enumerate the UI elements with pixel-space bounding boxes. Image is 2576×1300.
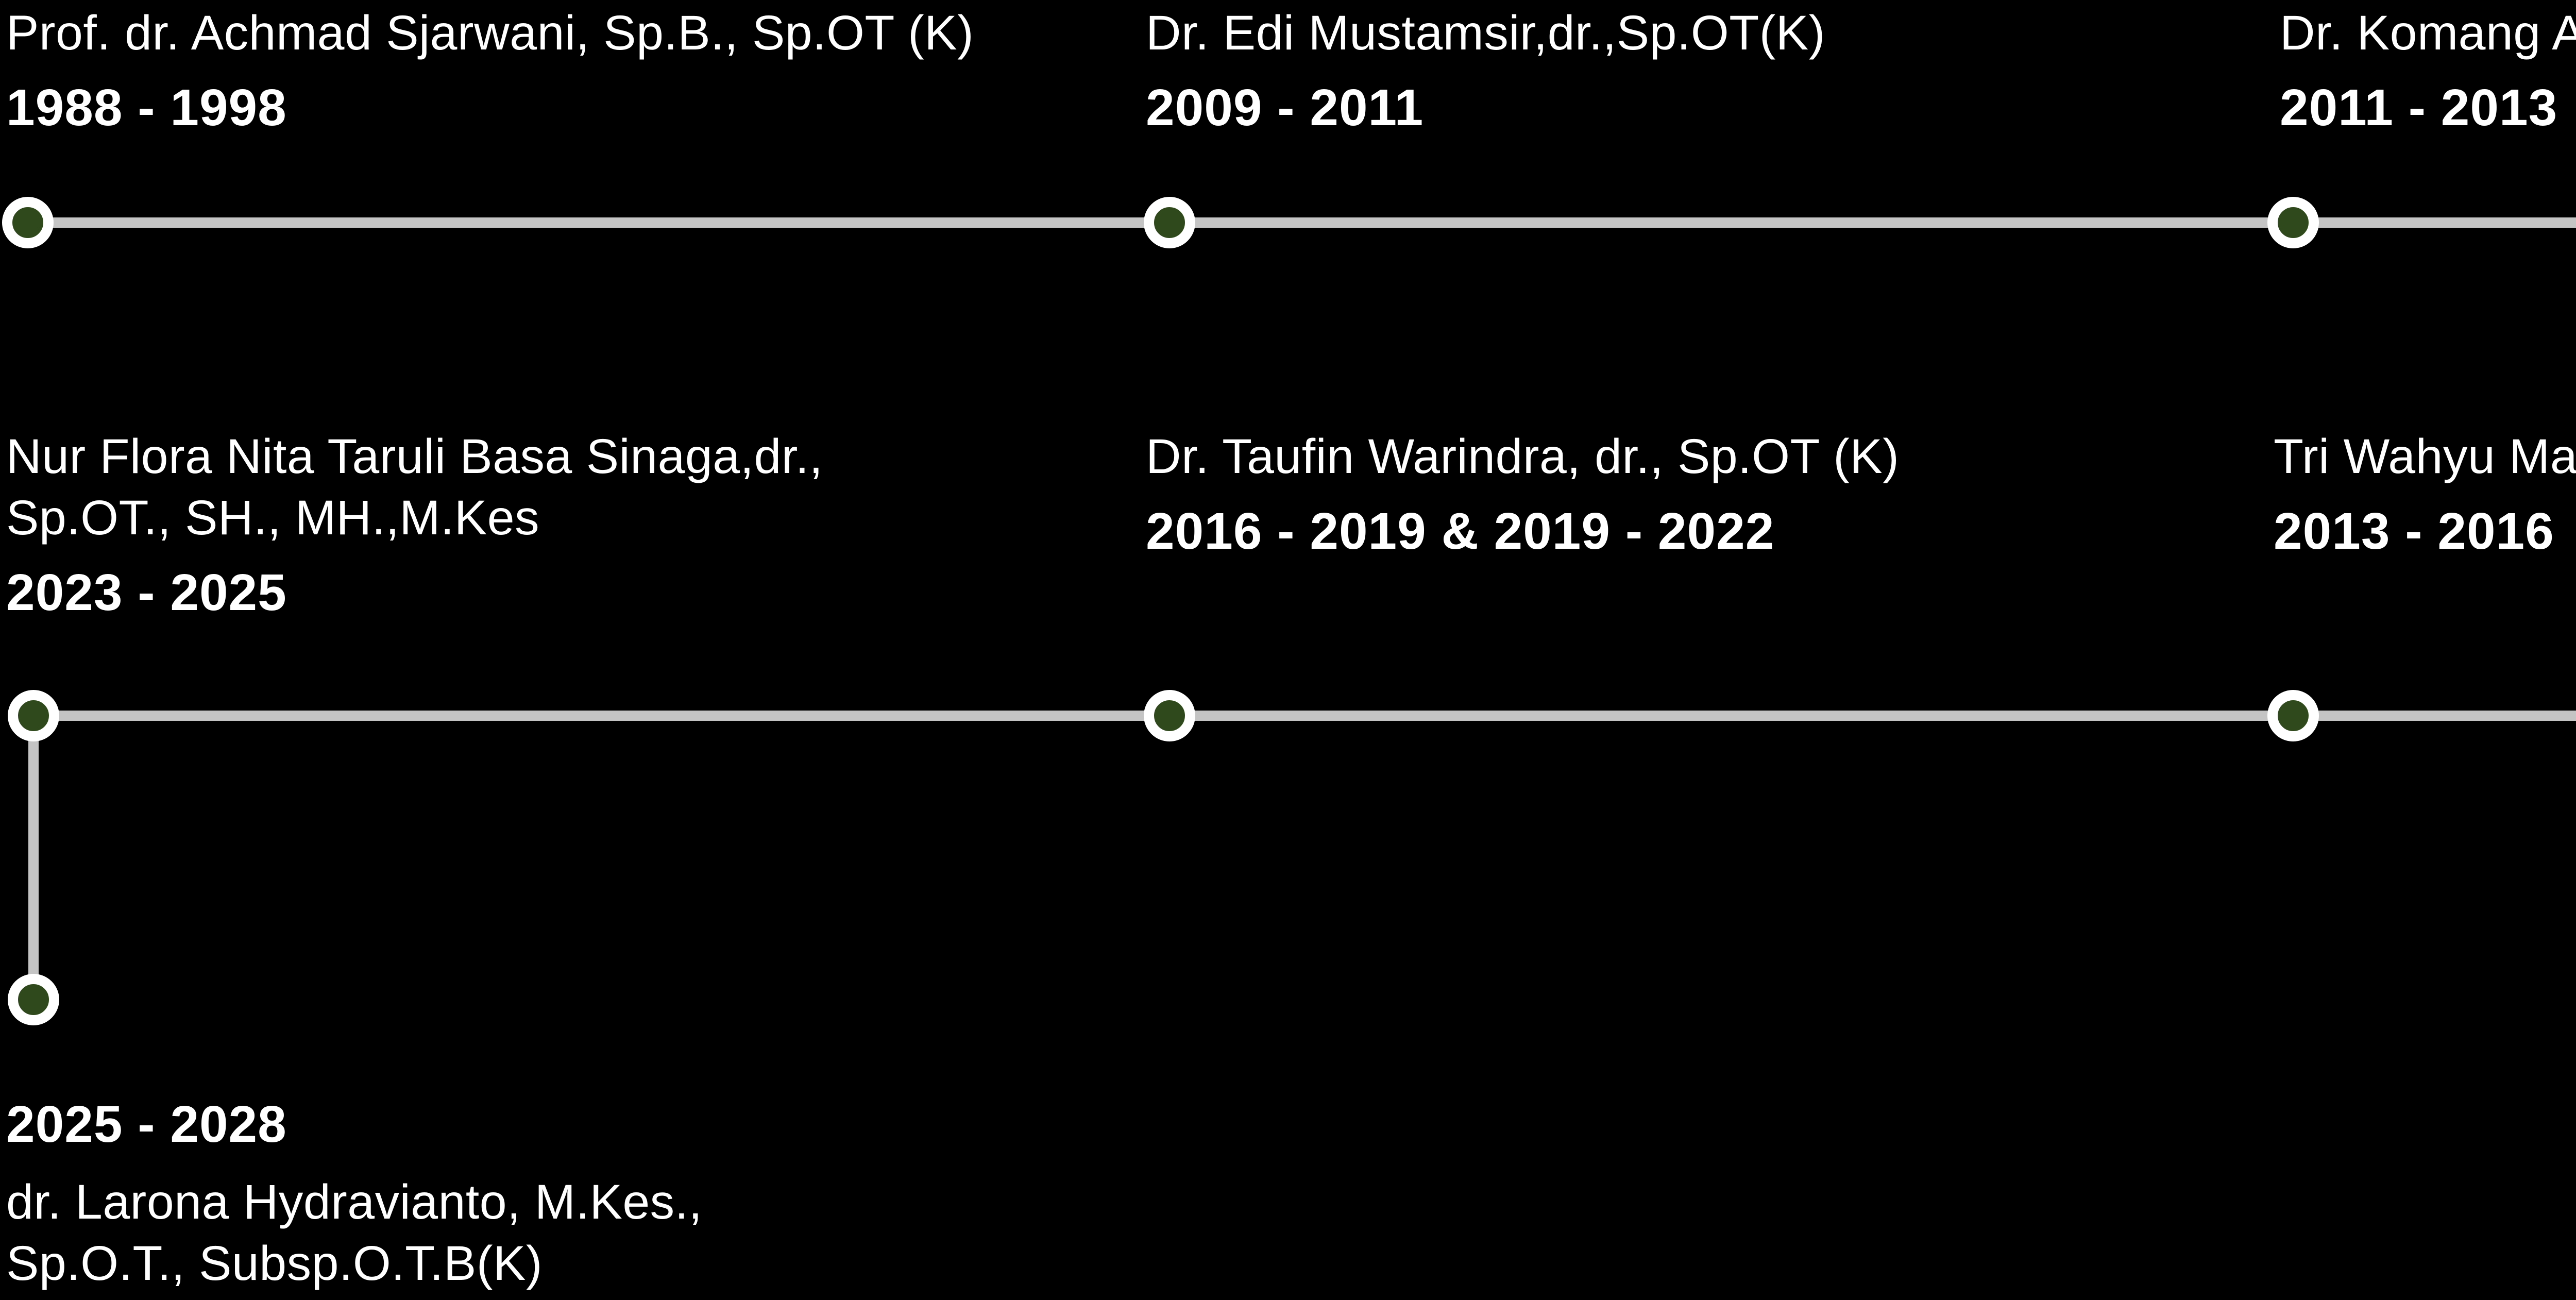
timeline-node	[8, 690, 59, 741]
person-name: dr. Larona Hydravianto, M.Kes., Sp.O.T.,…	[6, 1175, 703, 1291]
person-name: Prof. dr. Achmad Sjarwani, Sp.B., Sp.OT …	[6, 6, 974, 60]
person-name: Nur Flora Nita Taruli Basa Sinaga,dr., S…	[6, 429, 823, 545]
person-name: Tri Wahyu Martanto, dr., Sp.OT (K)	[2274, 429, 2576, 484]
timeline-entry: Tri Wahyu Martanto, dr., Sp.OT (K) 2013 …	[2274, 426, 2576, 561]
tenure-period: 2023 - 2025	[6, 563, 287, 621]
timeline-node	[2267, 197, 2319, 248]
tenure-period: 1988 - 1998	[6, 78, 287, 137]
timeline-entry: 2025 - 2028 dr. Larona Hydravianto, M.Ke…	[6, 1095, 810, 1294]
tenure-period: 2009 - 2011	[1146, 78, 1424, 137]
person-name: Dr. Komang Agung, Sp.OT(K)	[2280, 6, 2576, 60]
timeline-entry: Dr. Komang Agung, Sp.OT(K) 2011 - 2013	[2280, 3, 2576, 138]
timeline-node	[8, 974, 59, 1025]
tenure-period: 2013 - 2016	[2274, 502, 2554, 560]
timeline-entry: Prof. dr. Achmad Sjarwani, Sp.B., Sp.OT …	[6, 3, 1114, 138]
tenure-period: 2025 - 2028	[6, 1095, 287, 1153]
person-name: Dr. Edi Mustamsir,dr.,Sp.OT(K)	[1146, 6, 1825, 60]
timeline-node	[2267, 690, 2319, 741]
timeline-node	[1144, 197, 1195, 248]
tenure-period: 2011 - 2013	[2280, 78, 2558, 137]
timeline-entry: Dr. Edi Mustamsir,dr.,Sp.OT(K) 2009 - 20…	[1146, 3, 2253, 138]
person-name: Dr. Taufin Warindra, dr., Sp.OT (K)	[1146, 429, 1900, 484]
timeline-entry: Nur Flora Nita Taruli Basa Sinaga,dr., S…	[6, 426, 959, 622]
tenure-period: 2016 - 2019 & 2019 - 2022	[1146, 502, 1775, 560]
timeline-node	[1144, 690, 1195, 741]
timeline-node	[2, 197, 54, 248]
timeline-entry: Dr. Taufin Warindra, dr., Sp.OT (K) 2016…	[1146, 426, 2279, 561]
